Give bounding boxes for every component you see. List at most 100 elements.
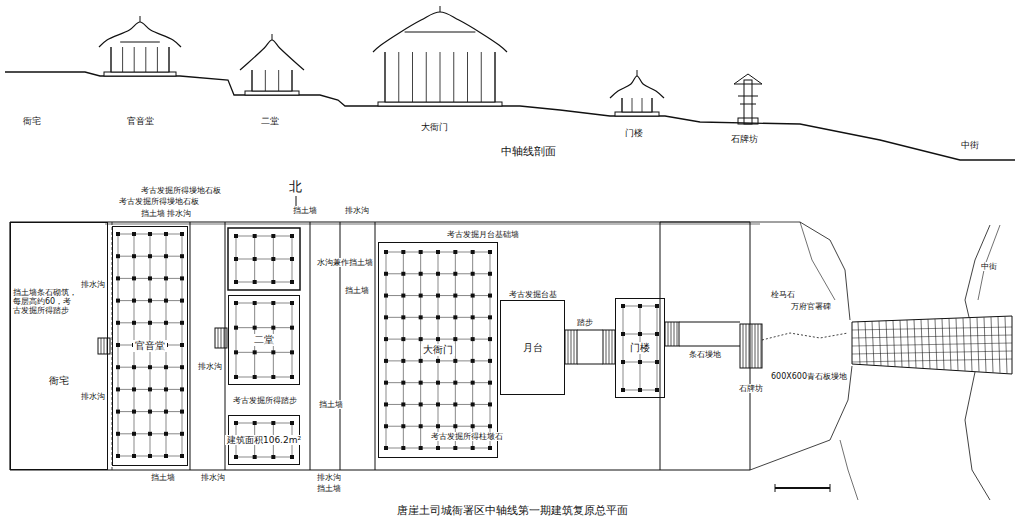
steps bbox=[215, 328, 227, 348]
plan-line bbox=[236, 236, 292, 237]
plan-line bbox=[852, 327, 1012, 330]
building-box: 二堂 bbox=[228, 295, 300, 385]
plan-line bbox=[218, 328, 219, 348]
plan-line bbox=[752, 324, 753, 368]
annotation: 考古发掘所得踏步 bbox=[232, 396, 298, 405]
plan-line bbox=[746, 324, 747, 368]
plan-line bbox=[375, 222, 376, 470]
plan-line bbox=[679, 322, 740, 323]
building-box: 大衙门 bbox=[378, 242, 498, 458]
plan-line bbox=[852, 343, 1012, 346]
plan-line bbox=[118, 411, 182, 412]
plan-line bbox=[104, 338, 105, 354]
plan-line bbox=[568, 330, 569, 364]
steps bbox=[565, 330, 577, 364]
annotation: 考古发掘所得墁地石板 bbox=[118, 197, 200, 206]
plan-line bbox=[749, 324, 750, 368]
annotation: 排水沟 bbox=[344, 206, 370, 215]
column-grid bbox=[234, 301, 294, 379]
plan-line bbox=[101, 338, 102, 354]
building-section bbox=[610, 70, 664, 116]
plan-line bbox=[105, 224, 760, 225]
annotation: 中街 bbox=[960, 140, 980, 150]
plan-line bbox=[623, 334, 657, 335]
annotation: 挡土墙 bbox=[140, 209, 166, 218]
plan-line bbox=[743, 324, 744, 368]
building-box: 建筑面积106.2m² bbox=[228, 415, 300, 465]
plan-line bbox=[852, 351, 1012, 354]
plan-line bbox=[577, 330, 603, 331]
annotation: 挡土墙 bbox=[292, 206, 318, 215]
plan-line bbox=[657, 306, 658, 390]
plan-line bbox=[677, 322, 678, 346]
annotation: 北 bbox=[288, 180, 303, 195]
annotation: 条石墁地 bbox=[688, 350, 722, 359]
annotation: 600X600青石板墁地 bbox=[770, 372, 848, 381]
plan-line bbox=[674, 322, 675, 346]
column-grid bbox=[116, 232, 184, 458]
plan-line bbox=[190, 222, 191, 470]
plan-line bbox=[574, 330, 575, 364]
plan-line bbox=[386, 339, 490, 340]
ground-profile bbox=[5, 72, 1015, 160]
plan-line bbox=[386, 360, 490, 361]
plan-line bbox=[762, 333, 848, 340]
plan-line bbox=[775, 487, 830, 489]
plan-line bbox=[852, 335, 1012, 338]
plan-line bbox=[118, 300, 182, 301]
plan-line bbox=[236, 303, 292, 304]
annotation: 考古发掘月台基础墙 bbox=[446, 230, 520, 239]
annotation: 挡土墙 bbox=[150, 473, 176, 482]
plan-line bbox=[668, 322, 669, 346]
plan-line bbox=[386, 252, 387, 448]
annotation: 门楼 bbox=[624, 128, 644, 138]
plan-line bbox=[118, 433, 182, 434]
steps bbox=[603, 330, 615, 364]
annotation: 挡土墙 bbox=[318, 400, 344, 409]
plan-line bbox=[225, 222, 226, 470]
plan-line bbox=[965, 372, 990, 500]
caption: 唐崖土司城衙署区中轴线第一期建筑复原总平面 bbox=[0, 503, 1024, 518]
annotation: 万府官署碑 bbox=[790, 302, 832, 311]
plan-line bbox=[660, 222, 850, 320]
plan-line bbox=[750, 222, 751, 470]
plan-line bbox=[236, 352, 292, 353]
plan-line bbox=[292, 303, 293, 377]
annotation: 考古发掘台基 bbox=[508, 290, 558, 299]
annotation: 挡土墙 bbox=[344, 286, 370, 295]
plan-line bbox=[758, 324, 759, 368]
plan-line bbox=[840, 440, 858, 500]
plan-line bbox=[386, 252, 490, 253]
annotation: 挡土墙条石砌筑，每层高约60，考古发掘所得踏步 bbox=[12, 288, 80, 316]
annotation: 中街 bbox=[980, 262, 998, 271]
plan-line bbox=[775, 484, 776, 492]
building-section bbox=[373, 6, 507, 106]
archway-section bbox=[734, 74, 762, 124]
building-plan bbox=[228, 228, 300, 290]
plan-line bbox=[612, 330, 613, 364]
annotation: 考古发掘所得柱墩石 bbox=[430, 432, 504, 441]
plan-line bbox=[623, 362, 657, 363]
building-section bbox=[240, 34, 304, 95]
plan-line bbox=[118, 256, 182, 257]
annotation: 挡土墙 bbox=[316, 484, 342, 493]
plan-line bbox=[490, 252, 491, 448]
building-box: 官音堂 bbox=[112, 226, 188, 466]
plan-line bbox=[571, 330, 572, 364]
plan-line bbox=[310, 222, 311, 470]
plan-line bbox=[236, 259, 292, 260]
annotation: 踏步 bbox=[576, 318, 594, 327]
plan-line bbox=[386, 295, 490, 296]
column-grid bbox=[384, 250, 492, 450]
plan-line bbox=[750, 366, 852, 470]
plan-line bbox=[10, 469, 750, 470]
plan-line bbox=[236, 423, 292, 424]
plan-line bbox=[623, 390, 657, 391]
plan-line bbox=[623, 306, 657, 307]
plan-line bbox=[236, 327, 292, 328]
annotation: 排水沟 bbox=[197, 362, 223, 371]
plan-line bbox=[118, 389, 182, 390]
plan-line bbox=[236, 457, 292, 458]
